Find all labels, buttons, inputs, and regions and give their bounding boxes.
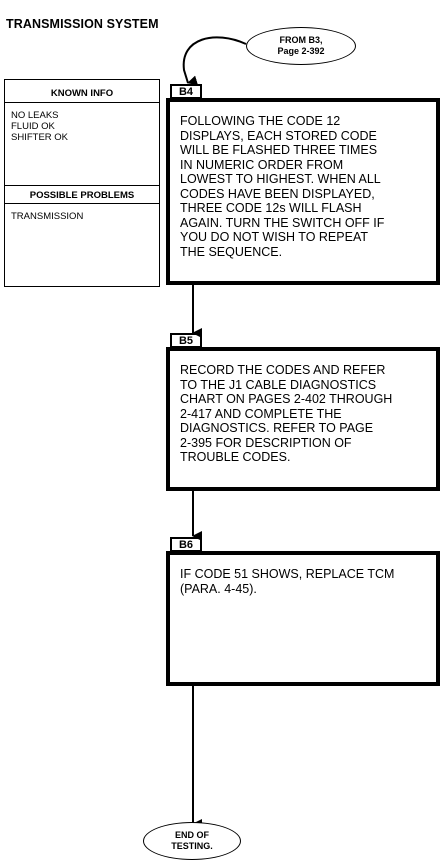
step-line: LOWEST TO HIGHEST. WHEN ALL [180,172,381,186]
from-connector-line2: Page 2-392 [277,46,325,56]
step-label-b5: B5 [170,333,202,348]
step-box-b5: RECORD THE CODES AND REFER TO THE J1 CAB… [166,347,440,491]
terminator-line2: TESTING. [171,841,213,851]
step-line: IN NUMERIC ORDER FROM [180,157,344,172]
step-line: RECORD THE CODES AND REFER [180,363,386,377]
step-line: CODES HAVE BEEN DISPLAYED, [180,186,375,201]
step-line: IF CODE 51 SHOWS, REPLACE TCM [180,567,395,581]
step-line: DIAGNOSTICS. REFER TO PAGE [180,421,374,435]
step-line: (PARA. 4-45). [180,581,257,596]
step-line: 2-417 AND COMPLETE THE [180,406,342,421]
known-info-item: NO LEAKS [11,110,59,121]
step-box-b6: IF CODE 51 SHOWS, REPLACE TCM (PARA. 4-4… [166,551,440,686]
known-info-heading: KNOWN INFO [5,84,159,103]
known-info-item: FLUID OK [11,121,55,132]
step-line: AGAIN. TURN THE SWITCH OFF IF [180,215,385,230]
step-line: WILL BE FLASHED THREE TIMES [180,143,378,157]
step-line: FOLLOWING THE CODE 12 [180,114,341,128]
step-line: TO THE J1 CABLE DIAGNOSTICS [180,377,377,392]
terminator-line1: END OF [174,830,209,840]
step-line: CHART ON PAGES 2-402 THROUGH [180,392,393,406]
step-box-b4: FOLLOWING THE CODE 12 DISPLAYS, EACH STO… [166,98,440,285]
step-text-b5: RECORD THE CODES AND REFER TO THE J1 CAB… [180,363,430,465]
info-panel: KNOWN INFO NO LEAKS FLUID OK SHIFTER OK … [4,79,160,287]
step-line: DISPLAYS, EACH STORED CODE [180,128,377,143]
from-connector-oval: FROM B3, Page 2-392 [246,27,356,65]
possible-problem-item: TRANSMISSION [11,211,84,222]
step-line: YOU DO NOT WISH TO REPEAT [180,230,368,244]
step-line: THE SEQUENCE. [180,244,283,259]
step-line: TROUBLE CODES. [180,450,291,464]
known-info-item: SHIFTER OK [11,132,69,143]
end-terminator-oval: END OF TESTING. [143,822,241,860]
page-title: TRANSMISSION SYSTEM [6,17,159,31]
possible-problems-list: TRANSMISSION [11,211,83,222]
possible-problems-heading: POSSIBLE PROBLEMS [5,185,159,204]
step-text-b6: IF CODE 51 SHOWS, REPLACE TCM (PARA. 4-4… [180,567,430,596]
step-label-b4: B4 [170,84,202,99]
step-text-b4: FOLLOWING THE CODE 12 DISPLAYS, EACH STO… [180,114,430,259]
from-connector-line1: FROM B3, [279,35,323,45]
connector-from-b3 [182,36,247,86]
step-label-b6: B6 [170,537,202,552]
known-info-list: NO LEAKS FLUID OK SHIFTER OK [11,110,68,143]
step-line: THREE CODE 12s WILL FLASH [180,201,362,215]
step-line: 2-395 FOR DESCRIPTION OF [180,435,352,450]
